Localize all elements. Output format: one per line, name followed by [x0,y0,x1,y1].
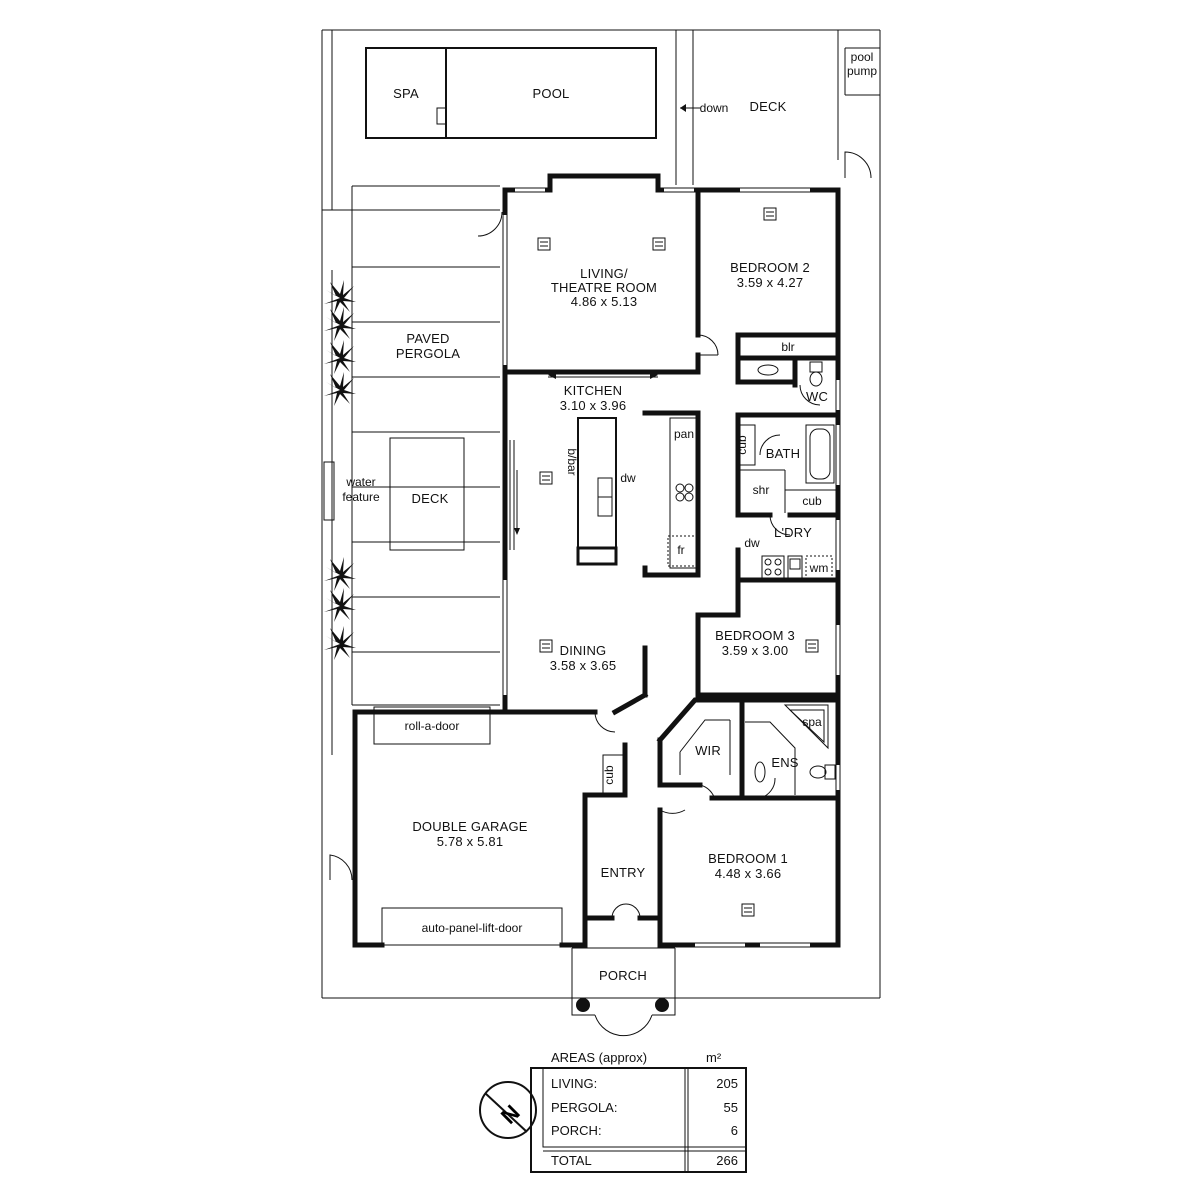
pool-area: SPA POOL [365,47,657,139]
pool-label: POOL [533,86,570,101]
vent-icon [539,639,553,653]
shower-label: shr [753,483,770,497]
laundry-dw-label: dw [744,536,760,550]
blr-label: blr [781,340,794,354]
kitchen-name: KITCHEN [564,383,622,398]
vent-icon [537,237,551,251]
bbar-label: b/bar [565,448,579,475]
top-deck: pool pump down DECK [675,30,880,185]
pool-pump-label-1: pool [851,50,874,64]
pergola-area: PAVED PERGOLA water feature DECK [322,185,503,706]
fridge-label: fr [677,543,684,557]
areas-row-value: 55 [724,1100,738,1115]
roll-a-door-label: roll-a-door [405,719,460,733]
north-arrow-icon: N [479,1081,537,1139]
water-feature-label-2: feature [342,490,380,504]
living-name-2: THEATRE ROOM [551,280,657,295]
garage-size: 5.78 x 5.81 [437,834,504,849]
areas-row-label: PERGOLA: [551,1100,617,1115]
laundry-label: L'DRY [774,525,812,540]
water-feature-label-1: water [345,475,375,489]
porch-post-icon [576,998,590,1012]
wc-label: WC [806,389,828,404]
vent-icon [741,903,755,917]
areas-row-label: PORCH: [551,1123,602,1138]
vent-icon [763,207,777,221]
spa-label: SPA [393,86,419,101]
ensuite-label: ENS [771,755,798,770]
areas-row-label: LIVING: [551,1076,597,1091]
areas-total-label: TOTAL [551,1153,592,1168]
plant-icon [324,307,356,341]
areas-row: LIVING: 205 [551,1076,738,1091]
entry-label: ENTRY [601,865,646,880]
plant-icon [324,280,356,314]
plant-icons [324,280,356,660]
porch: PORCH [571,947,676,1037]
wir-label: WIR [695,743,721,758]
down-label: down [700,101,729,115]
plant-icon [324,340,356,374]
areas-row: PERGOLA: 55 [551,1100,738,1115]
plant-icon [324,372,356,406]
bedroom3-size: 3.59 x 3.00 [722,643,789,658]
areas-row-value: 205 [716,1076,738,1091]
kitchen-size: 3.10 x 3.96 [560,398,627,413]
auto-panel-lift-door-label: auto-panel-lift-door [422,921,523,935]
plant-icon [324,588,356,622]
areas-row-value: 6 [731,1123,738,1138]
bath-label: BATH [766,446,801,461]
bath-cub2-label: cub [802,494,822,508]
side-deck-label: DECK [412,491,449,506]
dining-size: 3.58 x 3.65 [550,658,617,673]
areas-table: AREAS (approx) m² LIVING: 205 PERGOLA: 5… [530,1050,747,1173]
top-deck-label: DECK [750,99,787,114]
bedroom1-name: BEDROOM 1 [708,851,788,866]
plant-icon [324,626,356,660]
areas-title: AREAS (approx) [551,1050,647,1065]
living-name-1: LIVING/ [580,266,628,281]
porch-post-icon [655,998,669,1012]
vent-icon [652,237,666,251]
bedroom2-size: 3.59 x 4.27 [737,275,804,290]
dining-name: DINING [560,643,607,658]
bedroom3-name: BEDROOM 3 [715,628,795,643]
plant-icon [324,557,356,591]
garage-fixtures: roll-a-door auto-panel-lift-door [373,706,563,946]
interior-walls [502,187,841,921]
site-boundary [321,29,881,999]
areas-total-value: 266 [716,1153,738,1168]
paved-pergola-label-2: PERGOLA [396,346,460,361]
vent-icon [805,639,819,653]
porch-label: PORCH [599,968,647,983]
pantry-label: pan [674,427,694,441]
washing-machine-label: wm [809,561,829,575]
bath-cub-label: cub [735,435,749,455]
north-label: N [496,1100,525,1129]
room-labels: LIVING/ THEATRE ROOM 4.86 x 5.13 BEDROOM… [412,260,828,881]
living-size: 4.86 x 5.13 [571,294,638,309]
garage-name: DOUBLE GARAGE [412,819,527,834]
entry-cub-label: cub [602,765,616,785]
kitchen-dw-label: dw [620,471,636,485]
pool-pump-label-2: pump [847,64,877,78]
areas-row: PORCH: 6 [551,1123,738,1138]
door-swings [329,334,821,919]
ensuite-spa-label: spa [802,715,822,729]
vent-icon [539,471,553,485]
bedroom2-name: BEDROOM 2 [730,260,810,275]
ceiling-vents [537,207,819,917]
paved-pergola-label-1: PAVED [406,331,449,346]
wet-area-fixtures: blr cub shr cub dw wm spa cub [602,340,836,795]
areas-unit: m² [706,1050,722,1065]
windows [502,187,841,948]
kitchen-fixtures: b/bar pan dw fr [565,417,697,569]
bedroom1-size: 4.48 x 3.66 [715,866,782,881]
